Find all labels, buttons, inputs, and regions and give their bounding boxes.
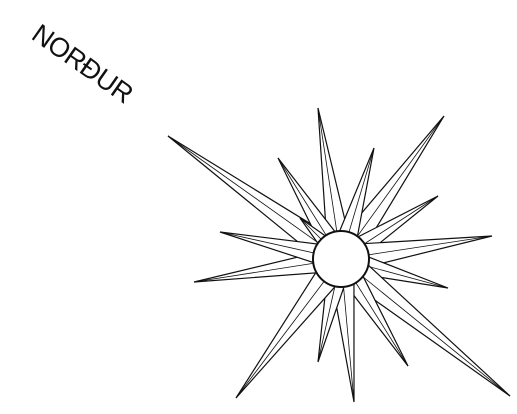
north-label: NORÐUR	[27, 18, 139, 109]
compass-center-circle	[313, 231, 369, 287]
